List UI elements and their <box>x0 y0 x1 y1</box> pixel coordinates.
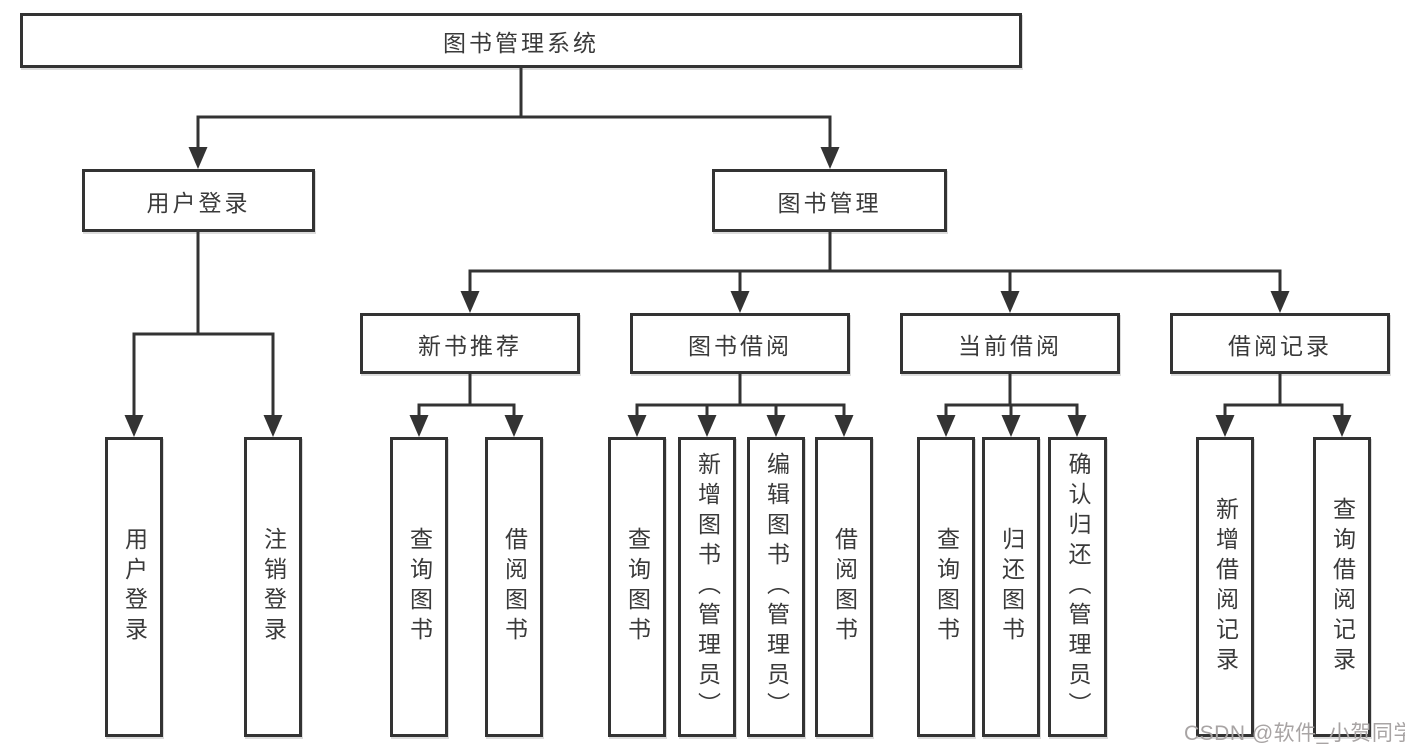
node-book-management-label: 图书管理 <box>777 189 882 216</box>
leaf-query-books-borrowing-label: 查询图书 <box>624 527 651 647</box>
node-current-borrowing-label: 当前借阅 <box>958 332 1062 359</box>
csdn-watermark: CSDN @软件_小贺同学 <box>1184 722 1405 745</box>
leaf-return-books-label: 归还图书 <box>998 527 1025 647</box>
leaf-confirm-return-admin: 确认归还（管理员） <box>1048 437 1107 737</box>
leaf-borrow-books-recommend: 借阅图书 <box>485 437 543 737</box>
leaf-query-borrow-record-label: 查询借阅记录 <box>1329 497 1356 677</box>
node-user-login-label: 用户登录 <box>146 189 251 216</box>
leaf-borrow-books-recommend-label: 借阅图书 <box>501 527 528 647</box>
node-root-label: 图书管理系统 <box>443 29 599 56</box>
leaf-query-books-current-label: 查询图书 <box>933 527 960 647</box>
leaf-return-books: 归还图书 <box>982 437 1040 737</box>
leaf-add-borrow-record: 新增借阅记录 <box>1196 437 1254 737</box>
node-book-management: 图书管理 <box>712 169 947 232</box>
node-new-book-recommendation: 新书推荐 <box>360 313 580 374</box>
node-new-book-recommendation-label: 新书推荐 <box>418 332 522 359</box>
leaf-add-books-admin: 新增图书（管理员） <box>678 437 736 737</box>
node-borrowing-records-label: 借阅记录 <box>1228 332 1332 359</box>
node-borrowing-records: 借阅记录 <box>1170 313 1390 374</box>
arrowheads <box>124 147 1352 437</box>
leaf-add-books-admin-label: 新增图书（管理员） <box>694 452 721 722</box>
node-user-login: 用户登录 <box>82 169 315 232</box>
leaf-user-login: 用户登录 <box>105 437 163 737</box>
node-book-borrowing: 图书借阅 <box>630 313 850 374</box>
leaf-add-borrow-record-label: 新增借阅记录 <box>1212 497 1239 677</box>
node-book-borrowing-label: 图书借阅 <box>688 332 792 359</box>
leaf-borrow-books: 借阅图书 <box>815 437 873 737</box>
leaf-query-books-recommend: 查询图书 <box>390 437 448 737</box>
leaf-logout: 注销登录 <box>244 437 302 737</box>
leaf-edit-books-admin-label: 编辑图书（管理员） <box>763 452 790 722</box>
leaf-query-books-current: 查询图书 <box>917 437 975 737</box>
leaf-query-books-borrowing: 查询图书 <box>608 437 666 737</box>
connector-strokes <box>132 68 1344 416</box>
leaf-query-borrow-record: 查询借阅记录 <box>1313 437 1371 737</box>
leaf-logout-label: 注销登录 <box>260 527 287 647</box>
node-current-borrowing: 当前借阅 <box>900 313 1120 374</box>
leaf-edit-books-admin: 编辑图书（管理员） <box>747 437 805 737</box>
node-root-system: 图书管理系统 <box>20 13 1022 68</box>
leaf-confirm-return-admin-label: 确认归还（管理员） <box>1065 452 1091 722</box>
leaf-user-login-label: 用户登录 <box>121 527 148 647</box>
leaf-query-books-recommend-label: 查询图书 <box>406 527 433 647</box>
leaf-borrow-books-label: 借阅图书 <box>831 527 858 647</box>
